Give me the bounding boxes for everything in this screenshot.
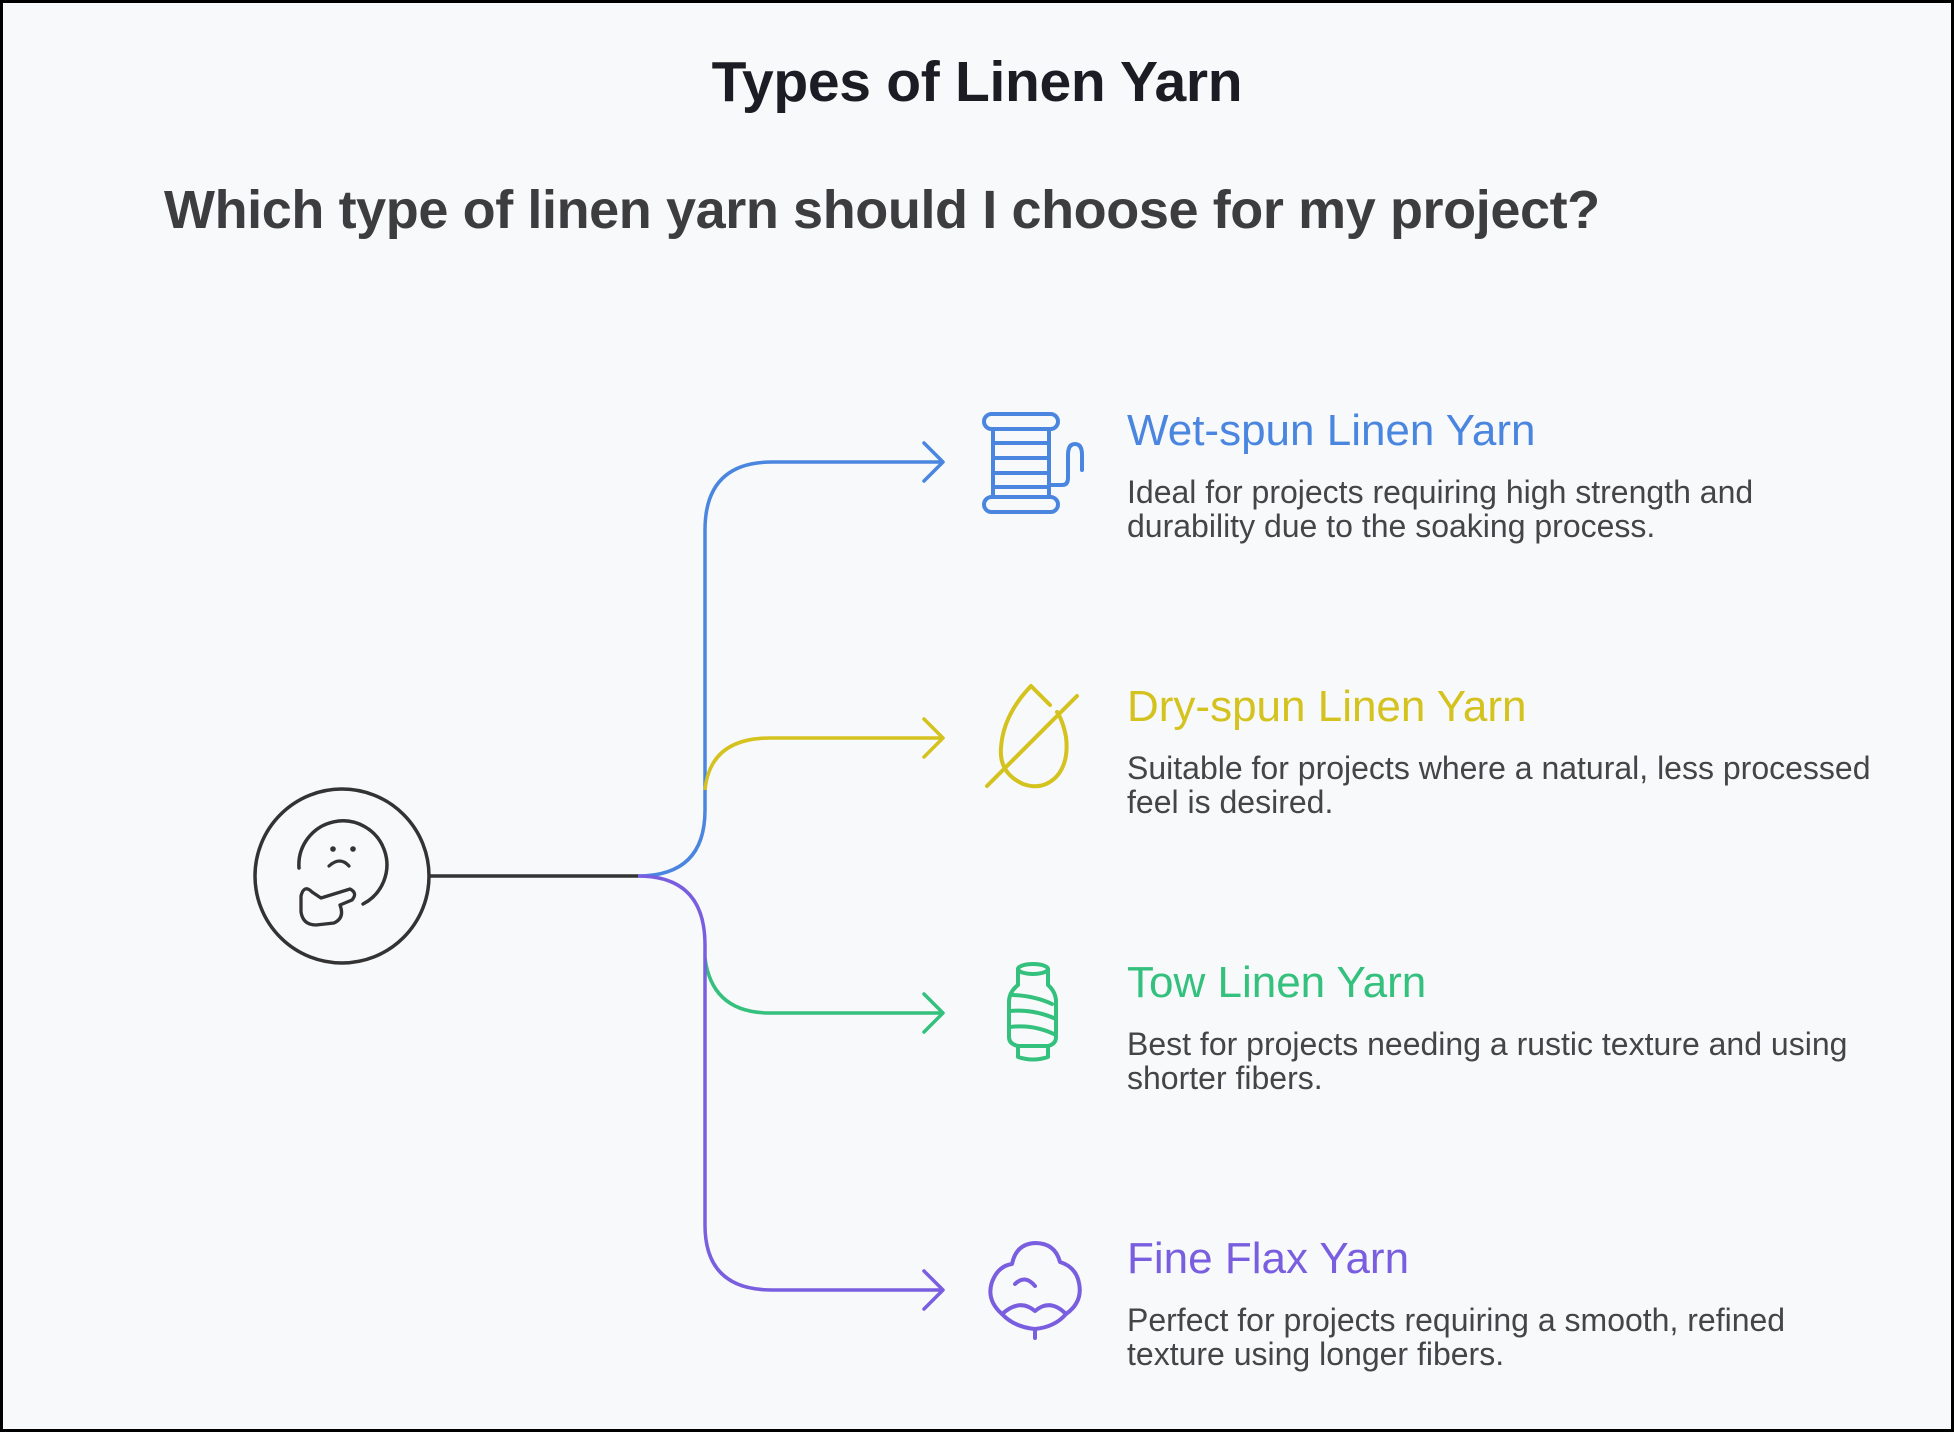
arrow-head-icon <box>922 992 945 1034</box>
connector-lines <box>253 412 1084 1340</box>
option-description: Ideal for projects requiring high streng… <box>1127 474 1754 544</box>
arrow-head-icon <box>922 717 945 759</box>
arrow-head-icon <box>922 441 945 483</box>
connector-fine-flax <box>637 874 943 1292</box>
connector-tow <box>703 957 943 1015</box>
thinking-face-icon <box>253 787 431 965</box>
option-description: Suitable for projects where a natural, l… <box>1127 750 1871 820</box>
diagram-canvas: Types of Linen Yarn Which type of linen … <box>3 3 1951 1429</box>
connector-wet-spun <box>637 460 943 878</box>
connector-dry-spun <box>703 736 943 791</box>
no-water-drop-icon <box>985 684 1079 789</box>
option-title: Tow Linen Yarn <box>1127 958 1427 1007</box>
diagram-title: Types of Linen Yarn <box>711 50 1243 114</box>
diagram-question: Which type of linen yarn should I choose… <box>164 180 1600 240</box>
cotton-flower-icon <box>988 1241 1082 1340</box>
option-title: Dry-spun Linen Yarn <box>1127 682 1527 731</box>
option-description: Perfect for projects requiring a smooth,… <box>1127 1302 1786 1372</box>
option-description: Best for projects needing a rustic textu… <box>1127 1026 1848 1096</box>
option-fine-flax: Fine Flax Yarn Perfect for projects requ… <box>1127 1233 1887 1371</box>
arrow-head-icon <box>922 1269 945 1311</box>
option-dry-spun: Dry-spun Linen Yarn Suitable for project… <box>1127 681 1887 819</box>
option-tow: Tow Linen Yarn Best for projects needing… <box>1127 957 1887 1095</box>
thread-spool-icon <box>982 412 1084 514</box>
option-wet-spun: Wet-spun Linen Yarn Ideal for projects r… <box>1127 405 1887 543</box>
option-title: Wet-spun Linen Yarn <box>1127 406 1536 455</box>
option-title: Fine Flax Yarn <box>1127 1234 1410 1283</box>
yarn-cone-icon <box>1007 962 1058 1062</box>
